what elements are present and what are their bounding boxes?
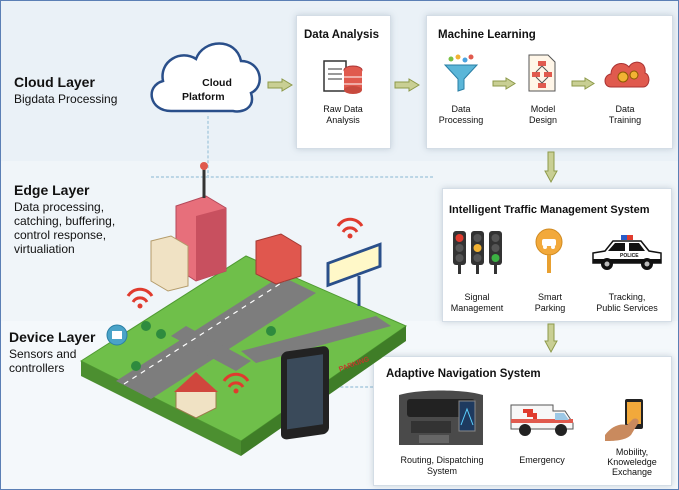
cloud-layer-title: Cloud Layer bbox=[14, 74, 95, 90]
arrow-right-icon bbox=[492, 77, 516, 90]
label-line: Public Services bbox=[596, 303, 658, 313]
cloud-gears-icon bbox=[604, 61, 650, 88]
database-file-icon bbox=[323, 60, 363, 94]
edge-layer-title: Edge Layer bbox=[14, 182, 90, 198]
edge-desc-line: catching, buffering, bbox=[14, 214, 116, 228]
emergency-label: Emergency bbox=[509, 455, 575, 466]
cloud-platform-label: Cloud Platform bbox=[176, 76, 236, 104]
arrow-right-icon bbox=[267, 78, 293, 92]
cloud-platform-line: Cloud bbox=[202, 77, 232, 89]
label-line: Routing, Dispatching bbox=[400, 455, 484, 465]
arrow-right-icon bbox=[394, 78, 420, 92]
raw-data-analysis-label: Raw Data Analysis bbox=[306, 104, 380, 126]
edge-layer-desc: Data processing, catching, buffering, co… bbox=[14, 200, 115, 256]
label-line: Emergency bbox=[519, 455, 565, 465]
edge-desc-line: virtualiation bbox=[14, 242, 75, 256]
label-line: Model bbox=[530, 104, 556, 114]
tracking-public-services-label: Tracking, Public Services bbox=[589, 292, 665, 314]
arrow-down-icon bbox=[544, 323, 558, 354]
arrow-down-icon bbox=[544, 151, 558, 184]
edge-connector bbox=[151, 176, 433, 178]
label-line: Exchange bbox=[611, 467, 653, 477]
edge-desc-line: control response, bbox=[14, 228, 107, 242]
funnel-icon bbox=[443, 54, 479, 92]
parking-sign-icon bbox=[535, 228, 563, 273]
itms-title: Intelligent Traffic Management System bbox=[449, 204, 650, 216]
label-line: Tracking, bbox=[608, 292, 646, 302]
label-line: Mobility, bbox=[615, 447, 649, 457]
data-training-label: Data Training bbox=[597, 104, 653, 126]
smart-city-illustration: PARKING bbox=[79, 162, 408, 456]
label-line: Management bbox=[450, 303, 504, 313]
device-layer-title: Device Layer bbox=[9, 329, 96, 345]
phone-hand-icon bbox=[605, 399, 643, 441]
label-line: Data bbox=[615, 104, 635, 114]
routing-dispatching-label: Routing, Dispatching System bbox=[384, 455, 500, 477]
device-desc-line: controllers bbox=[9, 361, 65, 375]
label-line: Parking bbox=[534, 303, 566, 313]
edge-desc-line: Data processing, bbox=[14, 200, 105, 214]
car-dashboard-icon bbox=[399, 390, 483, 445]
cloud-platform-line: Platform bbox=[182, 91, 225, 103]
ambulance-icon bbox=[510, 404, 574, 436]
label-line: Signal bbox=[464, 292, 490, 302]
traffic-light-icon bbox=[453, 231, 502, 274]
label-line: Design bbox=[528, 115, 557, 125]
label-line: Knoweledge bbox=[607, 457, 657, 467]
data-processing-label: Data Processing bbox=[433, 104, 489, 126]
police-text: POLICE bbox=[620, 253, 639, 259]
label-line: Data bbox=[451, 104, 471, 114]
device-desc-line: Sensors and bbox=[9, 347, 77, 361]
label-line: Processing bbox=[438, 115, 484, 125]
cloud-platform-icon bbox=[150, 42, 261, 113]
machine-learning-title: Machine Learning bbox=[438, 29, 536, 41]
signal-management-label: Signal Management bbox=[447, 292, 507, 314]
model-design-label: Model Design bbox=[515, 104, 571, 126]
cloud-layer-subtitle: Bigdata Processing bbox=[14, 92, 118, 106]
smart-parking-label: Smart Parking bbox=[522, 292, 578, 314]
flowchart-document-icon bbox=[528, 54, 556, 92]
arrow-right-icon bbox=[571, 77, 595, 90]
label-line: Training bbox=[608, 115, 642, 125]
police-car-icon: POLICE bbox=[592, 235, 662, 270]
data-analysis-title: Data Analysis bbox=[304, 29, 379, 41]
mobility-knowledge-label: Mobility, Knoweledge Exchange bbox=[599, 447, 665, 477]
adaptive-navigation-title: Adaptive Navigation System bbox=[386, 368, 541, 380]
label-line: Analysis bbox=[326, 115, 360, 125]
label-line: Raw Data bbox=[323, 104, 363, 114]
sensor-icon bbox=[106, 324, 128, 346]
label-line: System bbox=[426, 466, 457, 476]
device-layer-desc: Sensors and controllers bbox=[9, 347, 76, 375]
label-line: Smart bbox=[537, 292, 562, 302]
